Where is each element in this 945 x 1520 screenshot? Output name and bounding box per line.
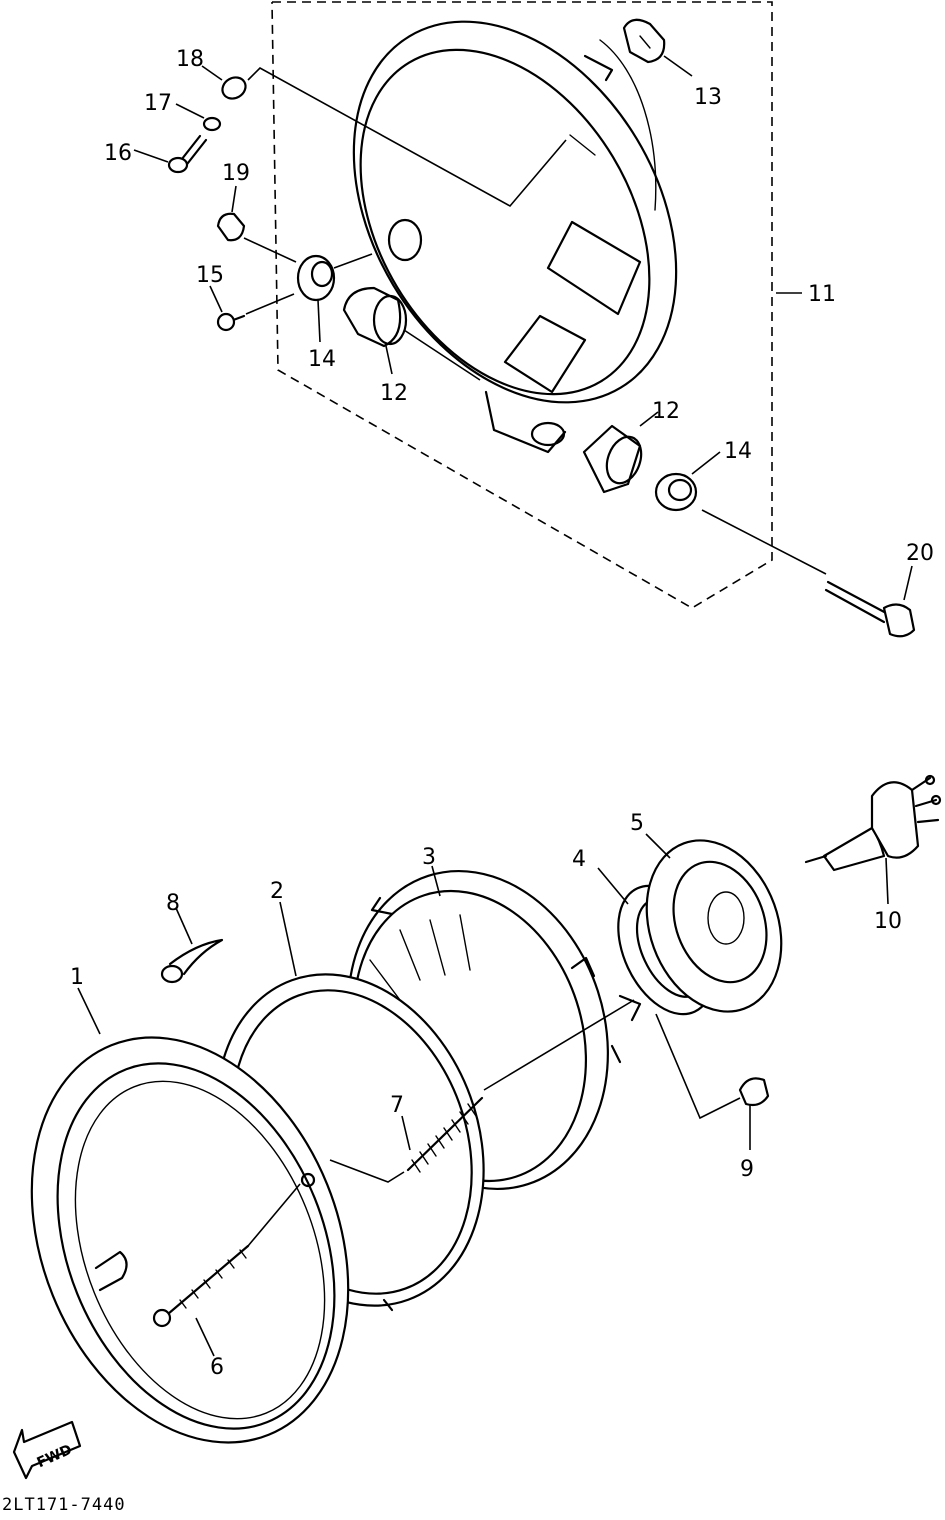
callout-14-left: 14: [308, 347, 336, 372]
callout-20: 20: [906, 541, 934, 566]
part-9-clip: [738, 1077, 770, 1107]
leader-14-right: [691, 451, 721, 475]
part-10-bulb: [804, 774, 942, 872]
leader-17: [175, 103, 205, 119]
housing-assembly-group: [133, 1, 916, 638]
part-18-washer: [221, 76, 247, 100]
line-12-to-housing: [403, 329, 481, 381]
part-6-adjust-screw: [152, 1244, 250, 1328]
forward-arrow-icon: [12, 1420, 82, 1480]
callout-6: 6: [210, 1355, 224, 1380]
drawing-code: 2LT171-7440: [2, 1495, 126, 1515]
leader-5: [645, 833, 671, 859]
part-5-socket-cover: [645, 839, 783, 1013]
part-8-clip: [160, 938, 224, 984]
part-12-bushing-left: [342, 286, 408, 348]
leader-20: [903, 565, 913, 601]
leader-4: [597, 867, 629, 905]
part-1-rim: [30, 1036, 350, 1444]
leader-2: [279, 901, 297, 977]
leader-16: [133, 149, 169, 163]
leader-12-left: [385, 345, 393, 375]
leader-10: [885, 857, 889, 905]
callout-4: 4: [572, 847, 586, 872]
callout-3: 3: [422, 845, 436, 870]
callout-14-right: 14: [724, 439, 752, 464]
callout-7: 7: [390, 1093, 404, 1118]
leader-8: [175, 907, 193, 945]
callout-10: 10: [874, 909, 902, 934]
callout-17: 17: [144, 91, 172, 116]
callout-11: 11: [808, 282, 836, 307]
leader-3: [431, 865, 441, 897]
leader-6: [195, 1317, 215, 1357]
line-7-to-ring: [329, 1159, 405, 1183]
line-14-to-boss: [333, 253, 373, 269]
callout-1: 1: [70, 965, 84, 990]
part-16-screw: [167, 134, 208, 174]
leader-18: [201, 65, 223, 81]
line-6-to-ring: [247, 1183, 301, 1247]
leader-7: [401, 1115, 411, 1151]
callout-5: 5: [630, 811, 644, 836]
line-9-to-retainer: [655, 1013, 741, 1120]
line-15-to-grommet: [245, 293, 295, 315]
callout-12-left: 12: [380, 381, 408, 406]
part-15-screw: [216, 312, 246, 332]
part-17-washer: [202, 116, 222, 132]
line-18-to-housing: [247, 67, 567, 208]
callout-19: 19: [222, 161, 250, 186]
forward-arrow: FWD: [12, 1420, 82, 1480]
part-7-spring: [406, 1096, 484, 1173]
leader-12-right: [639, 411, 659, 427]
part-20-bolt: [824, 580, 916, 638]
part-12-bushing-right: [582, 424, 643, 494]
headlight-housing: [352, 20, 678, 454]
callout-8: 8: [166, 891, 180, 916]
callout-18: 18: [176, 47, 204, 72]
line-19-to-grommet: [243, 237, 297, 263]
callout-9: 9: [740, 1157, 754, 1182]
leader-1: [77, 987, 101, 1035]
part-14-grommet-right: [654, 472, 698, 512]
leader-14-left: [317, 299, 321, 343]
callout-16: 16: [104, 141, 132, 166]
callout-13: 13: [694, 85, 722, 110]
line-14-to-bolt: [701, 509, 827, 575]
part-13-cap: [622, 18, 666, 64]
headlight-unit-group: [30, 774, 942, 1444]
line-7-to-socket: [483, 999, 635, 1091]
part-19-nut: [216, 212, 246, 242]
leader-13: [663, 55, 693, 77]
leader-19: [231, 185, 237, 213]
callout-15: 15: [196, 263, 224, 288]
callout-12-right: 12: [652, 399, 680, 424]
callout-2: 2: [270, 879, 284, 904]
leader-15: [209, 285, 223, 313]
part-14-grommet-left: [296, 254, 336, 302]
